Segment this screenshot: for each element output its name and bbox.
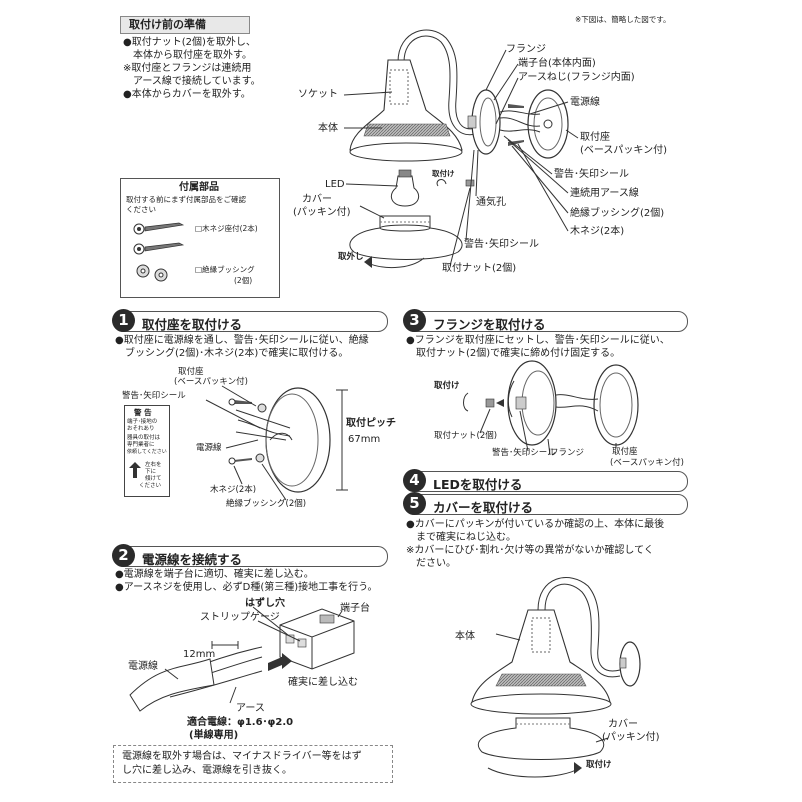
- accessory-parts-box: 付属部品 取付する前にまず付属部品をご確認 ください □木ネジ座付(2本) □絶…: [120, 178, 280, 298]
- flange-icon: [467, 89, 501, 155]
- label-cover-packing: (パッキン付): [293, 207, 351, 218]
- label-mount-base-packing: (ベースパッキン付): [580, 145, 668, 156]
- label-mount-base: 取付座: [580, 132, 610, 143]
- label-socket: ソケット: [298, 89, 338, 100]
- step5-diagram: [470, 577, 641, 778]
- step3-number: 3: [403, 309, 426, 332]
- exploded-diagram: [343, 29, 579, 269]
- insulating-bushing-icon: [136, 264, 168, 282]
- step1-header: 1 取付座を取付ける: [112, 309, 388, 332]
- parts-illustration: [133, 222, 185, 282]
- step4-number: 4: [403, 469, 426, 492]
- step3-title: フランジを取付ける: [433, 317, 546, 332]
- parts-title: 付属部品: [179, 182, 219, 193]
- label-wood-screw: 木ネジ(2本): [570, 226, 625, 237]
- label-led: LED: [325, 179, 345, 190]
- step4-header: 4 LEDを取付ける: [403, 469, 688, 492]
- step1-number: 1: [112, 309, 135, 332]
- step5-title: カバーを取付ける: [433, 500, 534, 515]
- step2-number: 2: [112, 544, 135, 567]
- label-body: 本体: [318, 123, 338, 134]
- step5-number: 5: [403, 492, 426, 515]
- cover-glass-icon: [349, 215, 463, 260]
- label-attach-small: 取付け: [432, 169, 455, 178]
- step3-header: 3 フランジを取付ける: [403, 309, 688, 332]
- step2-title: 電源線を接続する: [142, 552, 243, 567]
- step2-diagram: [129, 606, 355, 712]
- label-warn-seal2: 警告･矢印シール: [464, 239, 539, 250]
- label-power-wire: 電源線: [570, 97, 600, 108]
- mount-nut-icon: [436, 179, 475, 187]
- label-earth-screw: アースねじ(フランジ内面): [518, 72, 635, 83]
- step1-diagram: [205, 385, 348, 501]
- label-vent: 通気孔: [476, 197, 506, 208]
- led-bulb-icon: [390, 169, 420, 207]
- step2-note-box: 電源線を取外す場合は、マイナスドライバー等をはず し穴に差し込み、電源線を引き抜…: [113, 745, 393, 783]
- mount-base-icon: [527, 89, 569, 159]
- label-insul-bushing: 絶縁ブッシング(2個): [570, 208, 665, 219]
- up-arrow-icon: [129, 462, 141, 478]
- diagram-note: ※下図は、簡略した図です。: [575, 15, 671, 24]
- label-remove: 取外し: [338, 252, 364, 262]
- step2-header: 2 電源線を接続する: [112, 544, 388, 567]
- step5-header: 5 カバーを取付ける: [403, 492, 688, 515]
- step4-title: LEDを取付ける: [433, 477, 523, 492]
- label-terminal: 端子台(本体内面): [518, 58, 596, 69]
- step3-diagram: [463, 360, 639, 456]
- warning-sticker: 警 告 端子･接地の おそれあり 器具の取付は 専門業者に 依頼してください 左…: [124, 405, 170, 497]
- step1-title: 取付座を取付ける: [142, 317, 243, 332]
- prep-title: 取付け前の準備: [120, 16, 250, 34]
- label-cover: カバー: [302, 194, 332, 205]
- label-nut: 取付ナット(2個): [442, 263, 517, 274]
- label-flange: フランジ: [506, 44, 546, 55]
- label-warn-seal: 警告･矢印シール: [554, 169, 629, 180]
- wood-screw-icon: [133, 222, 185, 255]
- label-earth-wire: 連続用アース線: [570, 188, 639, 199]
